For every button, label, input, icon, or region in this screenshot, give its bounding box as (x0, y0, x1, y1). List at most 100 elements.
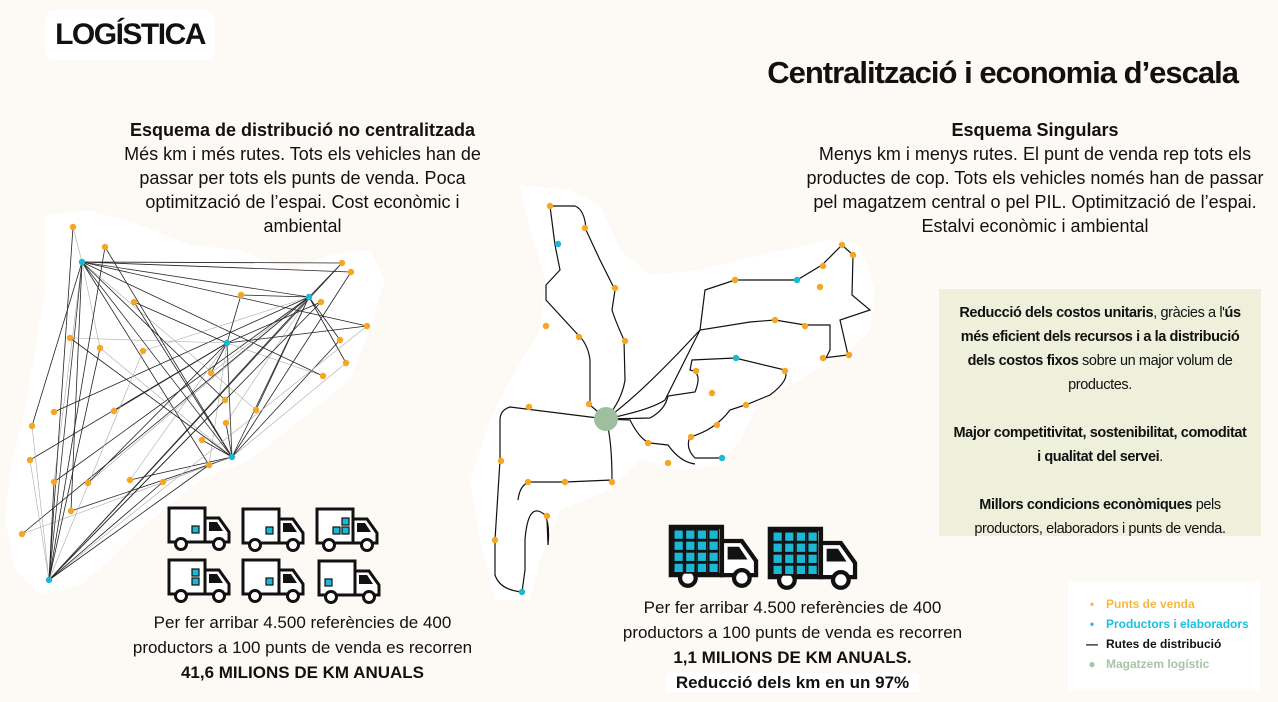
point-of-sale-dot (742, 401, 750, 409)
right-caption-km: 1,1 MILIONS DE KM ANUALS. (673, 648, 912, 667)
route-line (70, 456, 233, 512)
truck-icon (767, 526, 858, 590)
cargo-box (672, 539, 685, 552)
cargo-box (341, 517, 350, 526)
benefit-3-text: pels productors, elaboradors i punts de … (974, 497, 1226, 537)
point-of-sale-dot (50, 478, 58, 486)
legend: •Punts de venda•Productors i elaboradors… (1068, 582, 1260, 690)
point-of-sale-dot (205, 461, 213, 469)
cargo-box (191, 525, 200, 534)
point-of-sale-dot (26, 456, 34, 464)
point-of-sale-dot (771, 316, 779, 324)
point-of-sale-dot (561, 478, 569, 486)
route-line (308, 296, 341, 341)
route-line (48, 481, 164, 581)
route-line (29, 342, 228, 461)
route-line (48, 350, 144, 581)
left-heading: Esquema de distribució no centralitzada (129, 120, 476, 140)
left-caption: Per fer arribar 4.500 referències de 400… (130, 610, 475, 685)
cargo-box (696, 550, 708, 563)
route-line (210, 342, 228, 374)
cargo-box (672, 550, 685, 563)
truck-icon (668, 524, 759, 588)
cargo-box (771, 552, 784, 565)
route-line (48, 481, 55, 581)
route-line (81, 261, 233, 458)
point-of-sale-dot (713, 421, 721, 429)
point-of-sale-dot (838, 241, 846, 249)
route-line (53, 296, 310, 483)
benefit-1-bold-2: ús més eficient dels recursos i a la dis… (960, 305, 1241, 369)
benefits-box: Reducció dels costos unitaris, gràcies a… (939, 289, 1261, 537)
route-line (48, 246, 106, 581)
producer-dot (732, 354, 740, 362)
point-of-sale-dot (585, 400, 593, 408)
point-of-sale-dot (621, 337, 629, 345)
point-of-sale-dot (708, 389, 716, 397)
route-line (231, 296, 310, 458)
route-line (53, 296, 310, 413)
point-of-sale-dot (497, 457, 505, 465)
cargo-box (332, 526, 341, 535)
route-line (81, 261, 310, 298)
cargo-box (707, 550, 720, 563)
cargo-box (783, 530, 796, 543)
right-map-shape (470, 185, 875, 600)
route-line (142, 296, 310, 352)
point-of-sale-dot (101, 243, 109, 251)
point-of-sale-dot (139, 347, 147, 355)
point-of-sale-dot (66, 334, 74, 342)
point-of-sale-dot (221, 396, 229, 404)
producer-dot (78, 258, 86, 266)
point-of-sale-dot (67, 507, 75, 515)
point-of-sale-dot (611, 284, 619, 292)
route-line (81, 261, 210, 466)
route-line (87, 296, 310, 484)
legend-label: Punts de venda (1106, 597, 1195, 611)
point-of-sale-dot (110, 407, 118, 415)
logo: LOGÍSTICA (45, 10, 215, 60)
point-of-sale-dot (28, 422, 36, 430)
point-of-sale-dot (363, 322, 371, 330)
producer-dot (793, 276, 801, 284)
cargo-box (707, 562, 720, 574)
point-of-sale-dot (546, 202, 554, 210)
route-line (104, 246, 233, 458)
route-line (226, 342, 324, 377)
route-line (29, 459, 50, 581)
cargo-box (672, 562, 685, 574)
route-line (81, 261, 352, 273)
point-of-sale-dot (159, 478, 167, 486)
route-line (31, 425, 50, 581)
point-of-sale-dot (252, 406, 260, 414)
producer-dot (518, 588, 526, 596)
route-line (201, 439, 233, 458)
cargo-box (341, 526, 350, 535)
point-of-sale-dot (644, 439, 652, 447)
cargo-box (795, 564, 807, 576)
logistics-warehouse-hub (594, 407, 618, 431)
legend-marker: ● (1088, 657, 1096, 671)
left-text: Més km i més rutes. Tots els vehicles ha… (124, 144, 481, 236)
route-line (225, 422, 233, 458)
point-of-sale-dot (130, 298, 138, 306)
cargo-box (696, 539, 708, 552)
producer-dot (718, 454, 726, 462)
route-line (231, 362, 347, 458)
producer-dot (223, 339, 231, 347)
legend-marker: — (1086, 637, 1098, 651)
benefit-3-bold: Millors condicions econòmiques (979, 497, 1193, 513)
legend-item: •Productors i elaboradors (1086, 614, 1260, 634)
producer-dot (45, 576, 53, 584)
route-line (69, 337, 233, 458)
point-of-sale-dot (575, 333, 583, 341)
point-of-sale-dot (819, 354, 827, 362)
route-line (48, 226, 74, 581)
point-of-sale-dot (608, 478, 616, 486)
point-of-sale-dot (338, 259, 346, 267)
point-of-sale-dot (491, 536, 499, 544)
point-of-sale-dot (222, 419, 230, 427)
left-caption-km: 41,6 MILIONS DE KM ANUALS (180, 663, 425, 682)
legend-item: ●Magatzem logístic (1086, 654, 1260, 674)
cargo-box (806, 530, 819, 543)
